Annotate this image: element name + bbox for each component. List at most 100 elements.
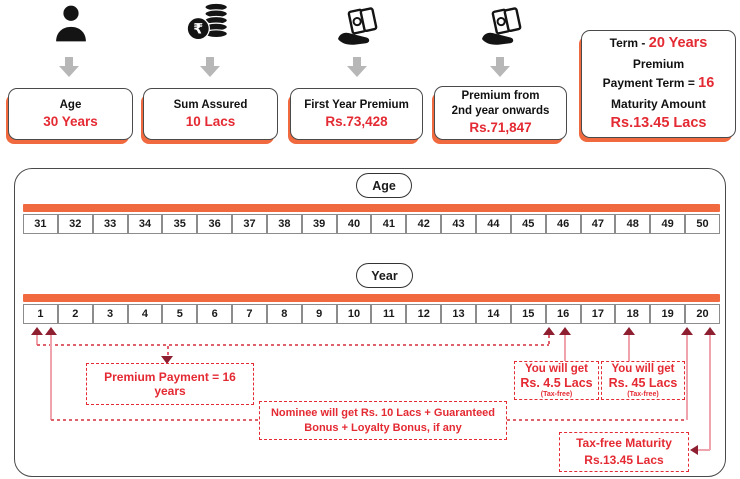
connector-line xyxy=(686,335,688,420)
down-arrow-icon xyxy=(59,57,79,77)
year-pill: Year xyxy=(356,263,413,288)
age-cell: 46 xyxy=(545,214,581,234)
year1-arrow-icon xyxy=(45,327,57,335)
payment-term-line: Payment Term = 16 xyxy=(602,75,715,92)
year16-arrow-icon xyxy=(559,327,571,335)
card-value: Rs.73,428 xyxy=(325,113,388,129)
year-cell: 7 xyxy=(232,304,267,324)
connector-line xyxy=(36,335,38,345)
age-cell: 34 xyxy=(127,214,163,234)
benefit-year16-callout: You will get Rs. 4.5 Lacs (Tax-free) xyxy=(514,361,599,400)
benefit-year18-callout: You will get Rs. 45 Lacs (Tax-free) xyxy=(601,361,685,400)
age-cell: 41 xyxy=(371,214,407,234)
year-cell: 12 xyxy=(406,304,442,324)
maturity-label-line: Maturity Amount xyxy=(611,96,706,111)
age-cell: 44 xyxy=(475,214,511,234)
summary-card-age: Age 30 Years xyxy=(8,88,133,140)
summary-card-term: Term - 20 Years Premium Payment Term = 1… xyxy=(581,30,736,138)
card-label: Age xyxy=(59,98,82,111)
maturity-callout: Tax-free Maturity Rs.13.45 Lacs xyxy=(559,432,689,472)
connector-line xyxy=(37,344,549,346)
card-value: 30 Years xyxy=(43,113,98,129)
age-cell: 40 xyxy=(336,214,372,234)
connector-line xyxy=(709,335,711,450)
down-arrow-icon xyxy=(200,57,220,77)
maturity-value-line: Rs.13.45 Lacs xyxy=(610,114,707,131)
age-cell: 48 xyxy=(615,214,651,234)
year-axis-bar xyxy=(23,294,720,302)
year20-arrow-icon xyxy=(681,327,693,335)
summary-card-premium-onwards: Premium from 2nd year onwards Rs.71,847 xyxy=(434,86,567,140)
money-in-hand-icon xyxy=(482,7,522,45)
age-pill: Age xyxy=(356,173,412,198)
year-cell: 20 xyxy=(685,304,720,324)
age-cell: 37 xyxy=(232,214,267,234)
card-label: Sum Assured xyxy=(173,98,248,111)
year-cell: 19 xyxy=(650,304,686,324)
year18-arrow-icon xyxy=(623,327,635,335)
summary-card-sum-assured: Sum Assured 10 Lacs xyxy=(143,88,278,140)
year-cell: 6 xyxy=(197,304,233,324)
connector-line xyxy=(51,419,259,421)
age-cell: 32 xyxy=(57,214,93,234)
year-cell: 5 xyxy=(162,304,198,324)
year-cell: 9 xyxy=(301,304,337,324)
year-cell: 8 xyxy=(266,304,302,324)
rupee-coins-icon: ₹ xyxy=(186,2,229,41)
age-cell: 42 xyxy=(406,214,442,234)
year-cell: 18 xyxy=(615,304,651,324)
person-icon xyxy=(56,5,86,42)
card-value: 10 Lacs xyxy=(185,113,236,129)
connector-line xyxy=(167,346,169,357)
year-cell: 3 xyxy=(92,304,128,324)
age-cell: 33 xyxy=(92,214,128,234)
year-cell: 15 xyxy=(510,304,546,324)
year16-arrow-icon xyxy=(543,327,555,335)
year1-arrow-icon xyxy=(31,327,43,335)
age-cell: 35 xyxy=(162,214,198,234)
age-cell: 45 xyxy=(510,214,546,234)
year-cell: 14 xyxy=(475,304,511,324)
svg-text:₹: ₹ xyxy=(193,22,203,38)
year-cell: 16 xyxy=(545,304,581,324)
premium-box-arrow-icon xyxy=(161,356,173,364)
premium-line: Premium xyxy=(632,57,685,72)
term-line: Term - 20 Years xyxy=(609,35,708,52)
year-cell: 17 xyxy=(580,304,616,324)
age-cell: 38 xyxy=(266,214,302,234)
money-in-hand-icon xyxy=(338,7,378,45)
age-cell: 47 xyxy=(580,214,616,234)
age-cell: 39 xyxy=(301,214,337,234)
summary-card-first-year-premium: First Year Premium Rs.73,428 xyxy=(290,88,423,140)
year-cell: 13 xyxy=(441,304,476,324)
premium-payment-callout: Premium Payment = 16 years xyxy=(86,363,254,405)
age-cell: 36 xyxy=(197,214,233,234)
maturity-box-arrow-icon xyxy=(690,445,698,455)
age-axis-bar xyxy=(23,204,720,212)
year20-arrow-icon xyxy=(704,327,716,335)
connector-line xyxy=(698,449,710,451)
age-cell: 50 xyxy=(685,214,720,234)
age-cell: 31 xyxy=(23,214,58,234)
connector-line xyxy=(50,335,52,420)
callout-text: Premium Payment = 16 years xyxy=(104,370,236,398)
year-cell: 4 xyxy=(127,304,163,324)
card-value: Rs.71,847 xyxy=(469,120,532,136)
card-label: First Year Premium xyxy=(304,98,409,111)
down-arrow-icon xyxy=(347,57,367,77)
year-cell: 1 xyxy=(23,304,58,324)
year-cell: 10 xyxy=(336,304,372,324)
age-cell: 43 xyxy=(441,214,476,234)
nominee-callout: Nominee will get Rs. 10 Lacs + Guarantee… xyxy=(259,401,507,440)
connector-line xyxy=(564,335,566,361)
connector-line xyxy=(548,335,550,345)
connector-line xyxy=(628,335,630,361)
age-cell: 49 xyxy=(650,214,686,234)
down-arrow-icon xyxy=(490,57,510,77)
card-label: 2nd year onwards xyxy=(451,105,550,118)
card-label: Premium from xyxy=(461,90,540,103)
